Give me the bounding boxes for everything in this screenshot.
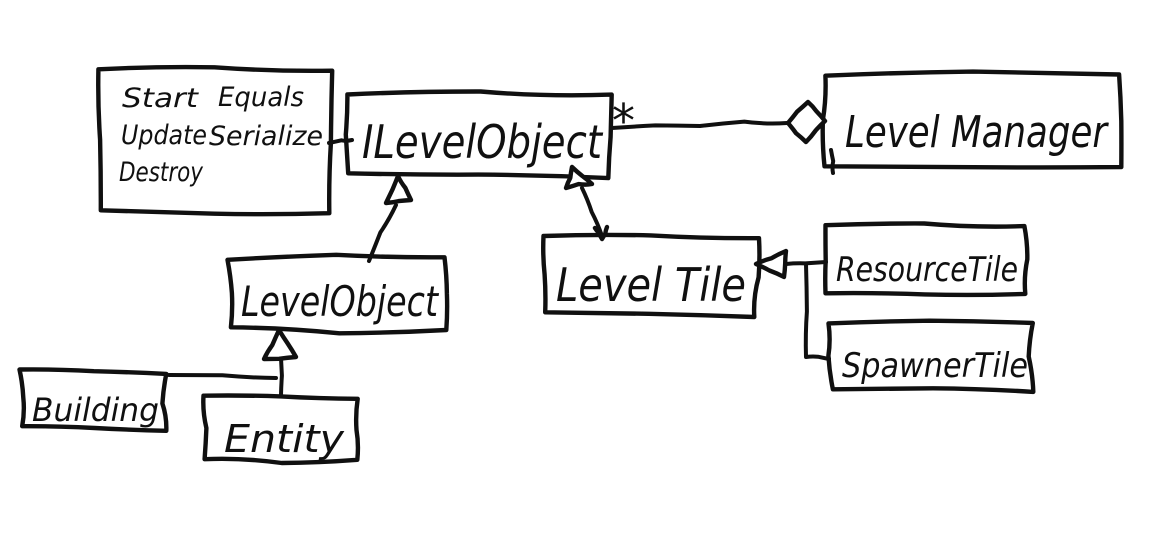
building-label: Building: [32, 391, 159, 429]
methods-destroy-label: Destroy: [119, 157, 204, 188]
ilevelobject-label: ILevelObject: [362, 115, 604, 169]
leveltile-inherit-line: [580, 186, 604, 238]
methods-update-label: Update: [121, 120, 207, 151]
inheritance-triangle-entity: [261, 327, 299, 362]
spawnertile-inherit-line: [803, 262, 831, 361]
relation-markers: [261, 99, 828, 362]
leveltile-box: [541, 232, 762, 320]
resourcetile-box: [823, 221, 1030, 298]
entity-label: Entity: [224, 417, 345, 461]
levelobject-inherit-line: [367, 203, 398, 263]
inheritance-triangle-tiles: [753, 248, 789, 280]
spawnertile-label: SpawnerTile: [842, 346, 1028, 386]
aggregation-diamond: [785, 99, 828, 145]
relation-lines: [167, 119, 836, 397]
ilevelobject-box: [343, 89, 614, 181]
note-attachment-line: [327, 138, 354, 145]
aggregation-line: [610, 119, 789, 130]
methods-serialize-label: Serialize: [209, 121, 323, 152]
building-box: [17, 367, 169, 433]
leveltile-line-tip: [592, 224, 610, 242]
inheritance-triangle-levelobject: [383, 173, 414, 206]
levelmanager-edge-tail: [829, 148, 836, 175]
resourcetile-label: ResourceTile: [836, 250, 1018, 290]
leveltile-label: Level Tile: [556, 258, 746, 312]
levelobject-box: [225, 252, 450, 336]
spawnertile-box: [826, 318, 1036, 395]
methods-note-box: [96, 64, 335, 217]
class-boxes: [17, 64, 1124, 466]
levelobject-label: LevelObject: [241, 277, 439, 326]
entity-box: [201, 393, 361, 466]
labels: Start Equals Update Serialize Destroy IL…: [32, 82, 1109, 461]
levelmanager-box: [820, 69, 1124, 170]
multiplicity-star: *: [612, 94, 635, 148]
levelmanager-label: Level Manager: [845, 107, 1109, 158]
methods-start-label: Start: [122, 83, 200, 114]
building-inherit-line: [167, 373, 278, 380]
methods-equals-label: Equals: [218, 82, 304, 113]
entity-inherit-line: [279, 356, 284, 397]
inheritance-triangle-leveltile: [563, 164, 595, 191]
